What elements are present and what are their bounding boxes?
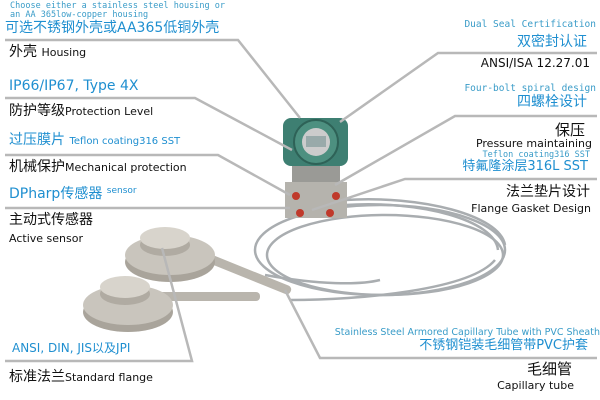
dual-seal-cn: 双密封认证 (517, 34, 587, 50)
leader-lines (5, 38, 597, 363)
active-en: Active sensor (9, 232, 83, 245)
pressure-cn: 保压 (554, 121, 585, 139)
mechanical-cn: 机械保护 (9, 159, 65, 175)
standards: ANSI, DIN, JIS以及JPI (12, 341, 131, 355)
overpressure-en: Teflon coating316 SST (69, 136, 181, 147)
teflon-cn: 特氟隆涂层316L SST (462, 159, 588, 174)
dual-seal-en: Dual Seal Certification (464, 19, 596, 30)
housing-cn: 外壳 (9, 44, 37, 60)
teflon-en: Teflon coating316 SST (482, 150, 590, 160)
overpressure-cn: 过压膜片 (9, 132, 65, 148)
protection-label: 防护等级Protection Level (9, 104, 153, 118)
mechanical-en: Mechanical protection (65, 161, 187, 174)
pressure-en: Pressure maintaining (475, 137, 592, 150)
capillary-note-en: Stainless Steel Armored Capillary Tube w… (334, 327, 600, 338)
mechanical-label: 机械保护Mechanical protection (9, 160, 187, 174)
flange-upper (125, 227, 292, 295)
four-bolt-cn: 四螺栓设计 (517, 94, 587, 110)
ip-rating: IP66/IP67, Type 4X (9, 78, 139, 94)
housing-note-cn: 可选不锈钢外壳或AA365低铜外壳 (5, 20, 220, 36)
capillary-note-cn: 不锈钢铠装毛细管带PVC护套 (419, 338, 588, 353)
flange-lower (83, 276, 260, 332)
gasket-cn: 法兰垫片设计 (506, 184, 590, 200)
flange-en: Standard flange (65, 371, 153, 384)
housing-note-en: Choose either a stainless steel housing … (10, 1, 225, 20)
active-cn: 主动式传感器 (9, 212, 93, 228)
four-bolt-en: Four-bolt spiral design (464, 83, 596, 94)
flange-label: 标准法兰Standard flange (9, 370, 153, 384)
gasket-en: Flange Gasket Design (471, 202, 591, 215)
ansi-isa: ANSI/ISA 12.27.01 (480, 56, 590, 70)
housing-label: 外壳 Housing (9, 45, 86, 59)
transmitter (283, 118, 348, 218)
dpharp-label: DPharp传感器 sensor (9, 186, 137, 202)
capillary-tube (253, 198, 507, 302)
flange-cn: 标准法兰 (9, 369, 65, 385)
capillary-cn: 毛细管 (526, 360, 572, 378)
housing-en: Housing (41, 46, 87, 59)
dpharp-en: sensor (106, 186, 137, 196)
dpharp-cn: DPharp传感器 (9, 186, 103, 202)
capillary-en: Capillary tube (497, 379, 574, 392)
protection-en: Protection Level (65, 105, 154, 118)
protection-cn: 防护等级 (9, 103, 65, 119)
overpressure-label: 过压膜片 Teflon coating316 SST (9, 133, 180, 147)
